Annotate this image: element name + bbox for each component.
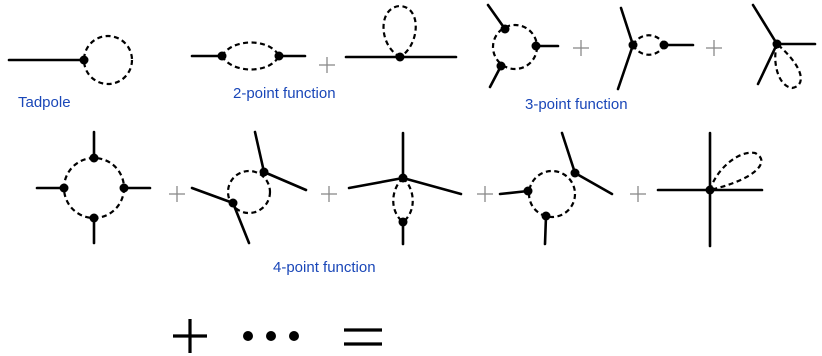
tadpole-diagram <box>7 34 134 86</box>
three-point-triangle-diagram <box>486 3 560 89</box>
tadpole-label: Tadpole <box>18 94 71 111</box>
plus-sign <box>321 186 337 202</box>
two-point-loop-diagram <box>344 4 458 62</box>
plus-sign <box>573 40 589 56</box>
bottom-plus-sign <box>173 319 207 353</box>
four-point-triangle-diagram <box>498 131 614 246</box>
three-point-function-label: 3-point function <box>525 96 628 113</box>
four-point-box-diagram <box>35 130 152 245</box>
four-point-triangle-diagram <box>190 130 308 245</box>
three-point-bubble-diagram <box>616 6 695 91</box>
four-point-bubble-diagram <box>347 131 463 246</box>
four-point-function-label: 4-point function <box>273 259 376 276</box>
plus-sign <box>630 186 646 202</box>
ellipsis <box>243 331 299 341</box>
plus-sign <box>319 57 335 73</box>
two-point-function-label: 2-point function <box>233 85 336 102</box>
three-point-loop-diagram <box>751 3 817 90</box>
plus-sign <box>169 186 185 202</box>
four-point-loop-diagram <box>656 131 764 248</box>
two-point-bubble-diagram <box>190 41 307 71</box>
equals-sign <box>344 328 382 346</box>
plus-sign <box>477 186 493 202</box>
plus-sign <box>706 40 722 56</box>
